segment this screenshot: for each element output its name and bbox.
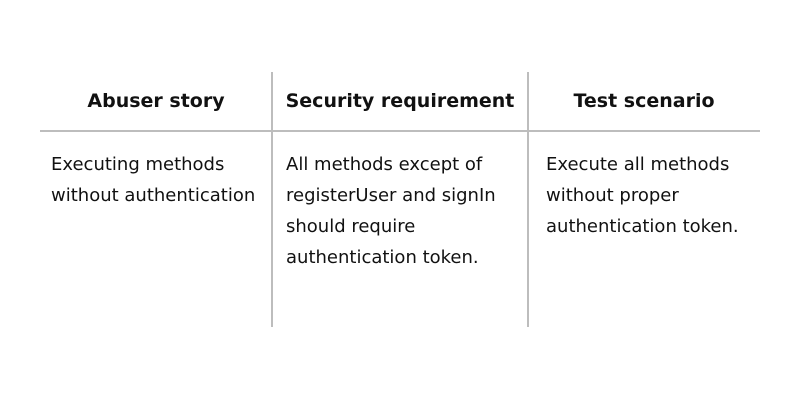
- column-divider: [527, 72, 529, 327]
- cell-test-scenario: Execute all methods without proper authe…: [546, 154, 739, 237]
- requirements-table: Abuser story Executing methods without a…: [40, 72, 760, 327]
- column-divider: [271, 72, 273, 327]
- column-abuser-story: Abuser story Executing methods without a…: [40, 72, 272, 327]
- header-test-scenario: Test scenario: [573, 90, 715, 112]
- header-security-requirement: Security requirement: [285, 90, 515, 112]
- header-abuser-story: Abuser story: [87, 90, 225, 112]
- column-security-requirement: Security requirement All methods except …: [272, 72, 528, 327]
- column-test-scenario: Test scenario Execute all methods withou…: [528, 72, 760, 327]
- cell-abuser-story: Executing methods without authentication: [51, 154, 256, 206]
- cell-security-requirement: All methods except of registerUser and s…: [286, 154, 496, 268]
- header-divider: [40, 130, 760, 132]
